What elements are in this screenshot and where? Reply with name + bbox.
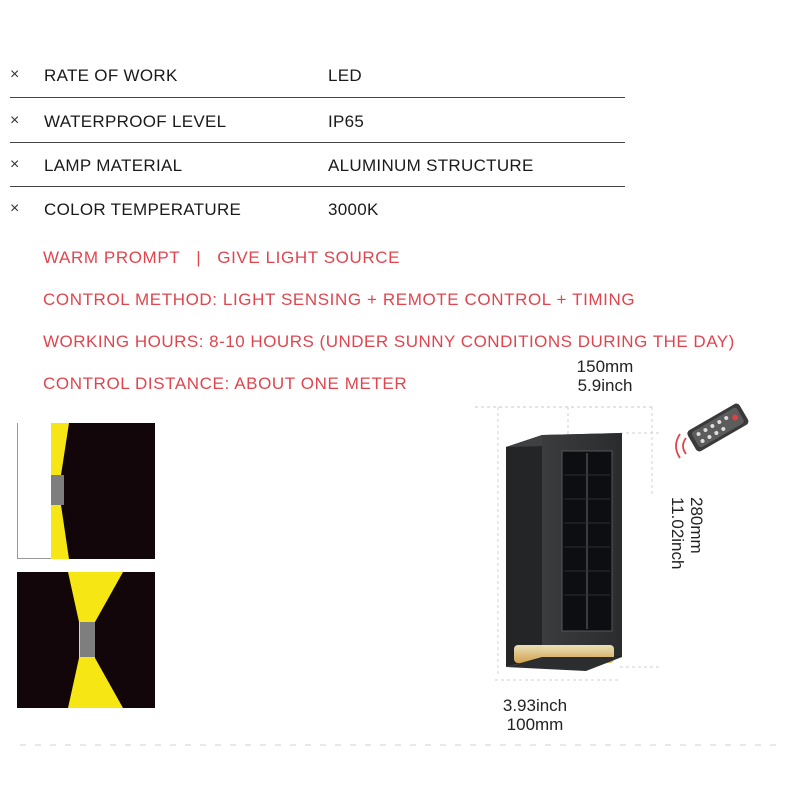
note-separator: | bbox=[196, 248, 202, 267]
spec-value: 3000K bbox=[328, 200, 379, 219]
divider bbox=[10, 186, 625, 187]
note-working-hours: WORKING HOURS: 8-10 HOURS (UNDER SUNNY C… bbox=[43, 332, 735, 351]
give-light-source-text: GIVE LIGHT SOURCE bbox=[217, 248, 401, 267]
spec-row-color-temperature: × COLOR TEMPERATURE 3000K bbox=[10, 200, 625, 244]
solar-wall-lamp-image bbox=[475, 406, 662, 681]
dimension-top-inch: 5.9inch bbox=[577, 376, 633, 395]
light-pattern-side-panel bbox=[17, 423, 155, 559]
note-control-distance: CONTROL DISTANCE: ABOUT ONE METER bbox=[43, 374, 408, 393]
spec-label: WATERPROOF LEVEL bbox=[44, 112, 227, 131]
spec-row-rate-of-work: × RATE OF WORK LED bbox=[10, 66, 625, 110]
close-icon: × bbox=[10, 156, 20, 173]
warm-prompt-text: WARM PROMPT bbox=[43, 248, 181, 267]
dimension-top: 150mm 5.9inch bbox=[555, 357, 655, 395]
dimension-side-inch: 11.02inch bbox=[668, 497, 687, 570]
divider bbox=[10, 142, 625, 143]
spec-value: IP65 bbox=[328, 112, 365, 131]
close-icon: × bbox=[10, 66, 20, 83]
spec-label: LAMP MATERIAL bbox=[44, 156, 183, 175]
dimension-side: 280mm 11.02inch bbox=[668, 497, 706, 569]
spec-label: RATE OF WORK bbox=[44, 66, 178, 85]
dimension-bottom: 3.93inch 100mm bbox=[485, 696, 585, 734]
spec-row-waterproof-level: × WATERPROOF LEVEL IP65 bbox=[10, 112, 625, 156]
remote-control-icon bbox=[675, 403, 749, 459]
note-warm-prompt: WARM PROMPT | GIVE LIGHT SOURCE bbox=[43, 248, 400, 268]
close-icon: × bbox=[10, 200, 20, 217]
dimension-top-mm: 150mm bbox=[576, 357, 634, 376]
divider bbox=[10, 97, 625, 98]
spec-value: ALUMINUM STRUCTURE bbox=[328, 156, 534, 175]
spec-label: COLOR TEMPERATURE bbox=[44, 200, 242, 219]
dimension-side-mm: 280mm bbox=[687, 497, 706, 554]
light-pattern-updown-panel bbox=[17, 572, 155, 708]
spec-value: LED bbox=[328, 66, 362, 85]
spec-row-lamp-material: × LAMP MATERIAL ALUMINUM STRUCTURE bbox=[10, 156, 625, 200]
dimension-bottom-inch: 3.93inch bbox=[502, 696, 568, 715]
decorative-bottom-line bbox=[20, 744, 780, 746]
note-control-method: CONTROL METHOD: LIGHT SENSING + REMOTE C… bbox=[43, 290, 636, 309]
close-icon: × bbox=[10, 112, 20, 129]
dimension-bottom-mm: 100mm bbox=[506, 715, 564, 734]
